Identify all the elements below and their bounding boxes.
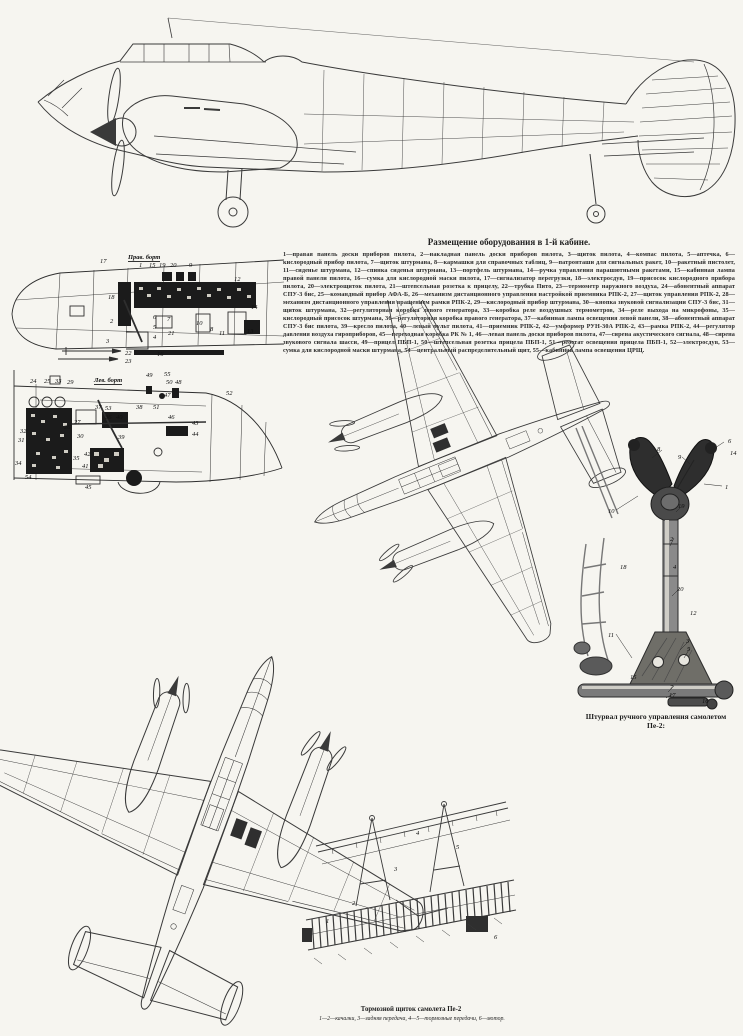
callout-number: 9 xyxy=(678,454,682,461)
callout-number: 30 xyxy=(77,433,84,440)
callout-number: 19 xyxy=(678,503,685,510)
callout-number: 53 xyxy=(105,405,112,412)
brake-caption-title: Тормозной щиток самолета Пе-2 xyxy=(360,1006,462,1013)
callout-number: 26 xyxy=(64,424,71,431)
callout-number: 1 xyxy=(725,484,729,491)
equipment-legend-text: 1—правая панель доски приборов пилота, 2… xyxy=(283,251,735,354)
brake-flap-figure: 1 2 3 4 5 6 xyxy=(298,788,524,1002)
callout-number: 39 xyxy=(118,434,125,441)
board-label-right: Прав. борт xyxy=(128,254,161,262)
callout-number: 18 xyxy=(108,294,115,301)
callout-number: 47 xyxy=(164,392,171,399)
callout-number: 2 xyxy=(352,900,356,907)
callout-number: 4 xyxy=(416,830,420,837)
callout-number: 9 xyxy=(189,262,193,269)
callout-number: 25 xyxy=(44,378,51,385)
callout-number: 2 xyxy=(670,536,674,543)
callout-number: 16 xyxy=(702,698,709,705)
callout-number: 10 xyxy=(196,320,203,327)
equipment-placement-section: Размещение оборудования в 1-й кабине. 1—… xyxy=(283,237,735,355)
callout-number: 20 xyxy=(677,586,684,593)
callout-number: 23 xyxy=(125,358,132,365)
callout-number: 31 xyxy=(18,437,25,444)
pe2-side-view-drawing xyxy=(37,17,736,228)
callout-number: 3 xyxy=(106,338,110,345)
callout-number: 6 xyxy=(494,934,498,941)
callout-number: 37 xyxy=(95,404,102,411)
brake-caption-legend: 1—2—качалки, 3—задняя передача, 4—5—торм… xyxy=(319,1016,505,1022)
callout-number: 17 xyxy=(669,692,676,699)
callout-number: 1 xyxy=(326,918,330,925)
callout-number: 18 xyxy=(620,564,627,571)
callout-number: 7 xyxy=(670,684,674,691)
callout-number: 54 xyxy=(25,474,32,481)
callout-number: 27 xyxy=(74,419,81,426)
callout-number: 49 xyxy=(146,372,153,379)
callout-number: 34 xyxy=(15,460,22,467)
callout-number: 52 xyxy=(226,390,233,397)
callout-number: 36 xyxy=(105,414,112,421)
callout-number: 41 xyxy=(82,463,89,470)
callout-number: 7 xyxy=(167,316,171,323)
callout-number: 3 xyxy=(394,866,398,873)
callout-number: 5 xyxy=(153,324,157,331)
callout-number: 15 xyxy=(149,262,156,269)
callout-number: 22 xyxy=(125,350,132,357)
callout-number: 12 xyxy=(234,276,241,283)
callout-number: 12 xyxy=(690,610,697,617)
callout-number: 14 xyxy=(730,450,737,457)
callout-number: 24 xyxy=(30,378,37,385)
callout-number: 33 xyxy=(55,378,62,385)
section-title: Размещение оборудования в 1-й кабине. xyxy=(427,237,591,247)
callout-number: 48 xyxy=(175,379,182,386)
cockpit-right-board-drawing xyxy=(11,259,284,362)
callout-number: 11 xyxy=(219,330,226,337)
callout-number: 21 xyxy=(168,330,175,337)
callout-number: 43 xyxy=(192,420,199,427)
callout-number: 10 xyxy=(608,508,615,515)
callout-number: 44 xyxy=(192,431,199,438)
callout-number: 38 xyxy=(136,404,143,411)
callout-number: 20 xyxy=(170,262,177,269)
callout-number: 51 xyxy=(153,404,160,411)
callout-number: 55 xyxy=(164,371,171,378)
callout-number: 15 xyxy=(630,674,637,681)
callout-number: 6 xyxy=(153,314,157,321)
callout-number: 50 xyxy=(166,379,173,386)
callout-number: 14 xyxy=(251,304,258,311)
callout-number: 6 xyxy=(728,438,732,445)
board-label-left: Лев. борт xyxy=(94,377,123,385)
callout-number: 11 xyxy=(608,632,615,639)
callout-number: 8 xyxy=(210,326,214,333)
callout-number: 16 xyxy=(157,351,164,358)
callout-number: 4 xyxy=(673,564,677,571)
callout-number: 45 xyxy=(85,484,92,491)
callout-number: 29 xyxy=(67,379,74,386)
callout-number: 32 xyxy=(20,428,27,435)
brake-flap-drawing xyxy=(302,801,517,965)
callout-number: 35 xyxy=(73,455,80,462)
callout-number: 46 xyxy=(168,414,175,421)
callout-number: 2 xyxy=(110,318,114,325)
callout-number: 1 xyxy=(139,262,143,269)
callout-number: 42 xyxy=(84,451,91,458)
callout-number: 5 xyxy=(687,646,691,653)
callout-number: 5 xyxy=(456,844,460,851)
callout-number: 3 xyxy=(686,638,690,645)
callout-number: 40 xyxy=(116,414,123,421)
callout-number: 19 xyxy=(159,262,166,269)
control-yoke-drawing xyxy=(573,426,734,710)
callout-number: 13 xyxy=(247,328,254,335)
callout-number: 17 xyxy=(100,258,107,265)
yoke-caption: Штурвал ручного управления самолетом Пе-… xyxy=(585,712,727,730)
callout-number: 8 xyxy=(657,446,661,453)
callout-number: 4 xyxy=(153,334,157,341)
